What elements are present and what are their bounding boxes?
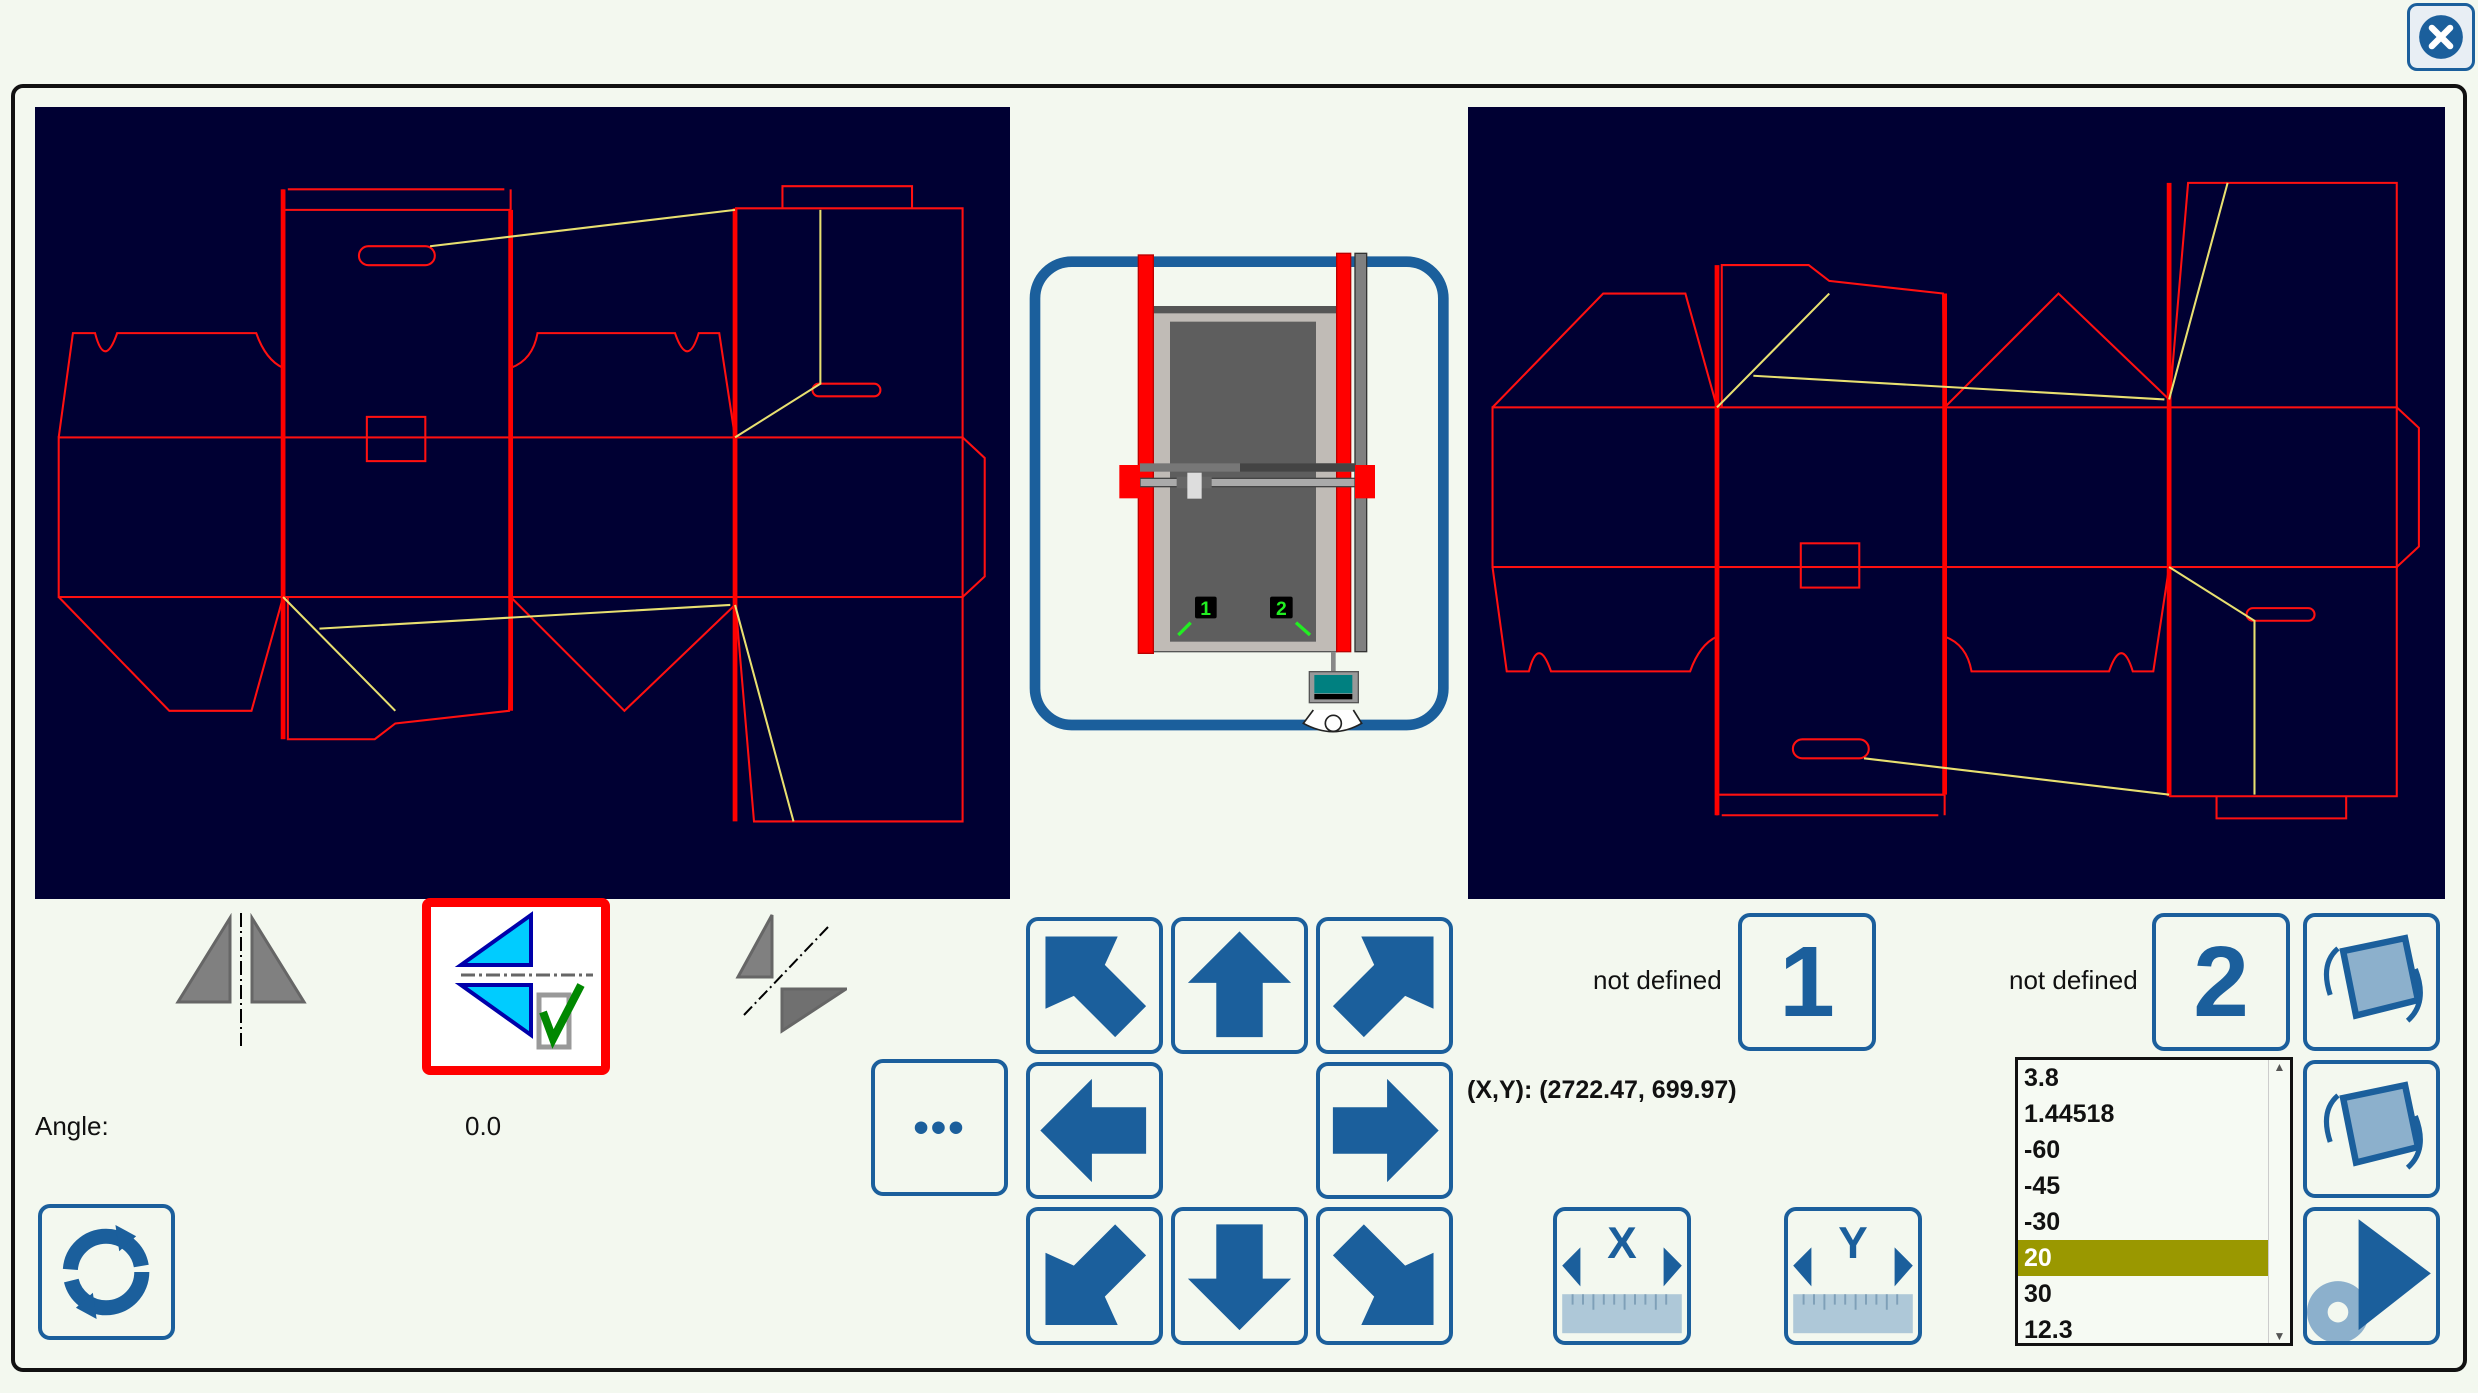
- rotate-square-icon: [2323, 934, 2423, 1023]
- mirror-horizontal-icon: [454, 911, 593, 1050]
- point-1-status: not defined: [1593, 965, 1722, 995]
- jog-down-button[interactable]: [1171, 1207, 1308, 1345]
- list-item[interactable]: -45: [2024, 1172, 2061, 1200]
- set-point-2-button[interactable]: 2: [2152, 913, 2290, 1051]
- run-button[interactable]: [2303, 1207, 2440, 1345]
- mirror-diagonal-icon: [735, 914, 852, 1034]
- x-label: X: [1607, 1219, 1637, 1268]
- arrow-down-left-icon: [1045, 1224, 1147, 1326]
- jog-right-button[interactable]: [1316, 1062, 1453, 1199]
- reset-button[interactable]: [38, 1204, 175, 1340]
- marker-2-label: 2: [1276, 599, 1287, 620]
- list-scrollbar[interactable]: ▲ ▼: [2268, 1060, 2290, 1343]
- y-label: Y: [1838, 1219, 1867, 1268]
- jog-down-right-button[interactable]: [1316, 1207, 1453, 1345]
- jog-up-right-button[interactable]: [1316, 917, 1453, 1054]
- reference-marker-2: [1270, 596, 1293, 619]
- jog-up-left-button[interactable]: [1026, 917, 1163, 1054]
- scroll-down-icon[interactable]: ▼: [2273, 1329, 2286, 1343]
- machine-diagram: 1 2: [1000, 230, 1480, 770]
- reference-marker-1: [1195, 596, 1217, 619]
- angle-list[interactable]: 3.8 1.44518 -60 -45 -30 20 30 12.3 ▲ ▼: [2015, 1057, 2293, 1346]
- list-item[interactable]: 3.8: [2024, 1064, 2059, 1092]
- list-item[interactable]: -60: [2024, 1136, 2061, 1164]
- list-item[interactable]: 12.3: [2024, 1316, 2073, 1344]
- marker-1-label: 1: [1200, 599, 1211, 620]
- rotate-counterclockwise-button[interactable]: [2303, 1060, 2440, 1198]
- jog-down-left-button[interactable]: [1026, 1207, 1163, 1345]
- dieline-canvas-left[interactable]: [35, 107, 1010, 899]
- dieline-drawing-mirrored: [1468, 107, 2445, 899]
- ruler-y-icon: Y: [1793, 1219, 1913, 1334]
- set-point-1-button[interactable]: 1: [1738, 913, 1876, 1051]
- mirror-horizontal-button[interactable]: [422, 898, 610, 1075]
- rotate-square-icon: [2323, 1081, 2423, 1170]
- arrow-up-left-icon: [1045, 936, 1147, 1038]
- rotate-clockwise-button[interactable]: [2303, 913, 2440, 1051]
- measure-x-button[interactable]: X: [1553, 1207, 1691, 1345]
- arrow-down-icon: [1187, 1224, 1292, 1331]
- jog-up-button[interactable]: [1171, 917, 1308, 1054]
- arrow-down-right-icon: [1332, 1224, 1434, 1326]
- mirror-vertical-button[interactable]: [174, 912, 308, 1046]
- mirror-diagonal-button[interactable]: [730, 913, 852, 1035]
- dieline-drawing: [35, 107, 1010, 899]
- point-2-label: 2: [2193, 925, 2249, 1038]
- angle-value: 0.0: [465, 1111, 502, 1141]
- scroll-up-icon[interactable]: ▲: [2273, 1060, 2286, 1074]
- main-frame: [11, 84, 2467, 1372]
- list-item[interactable]: 30: [2024, 1280, 2052, 1308]
- list-item[interactable]: 20: [2018, 1240, 2270, 1276]
- list-item[interactable]: -30: [2024, 1208, 2061, 1236]
- refresh-icon: [62, 1224, 150, 1320]
- checkmark-icon: [539, 983, 585, 1049]
- arrow-right-icon: [1332, 1078, 1439, 1183]
- close-icon: [2419, 15, 2463, 59]
- jog-left-button[interactable]: [1026, 1062, 1163, 1199]
- play-icon: [2307, 1219, 2431, 1341]
- dieline-canvas-right[interactable]: [1468, 107, 2445, 899]
- arrow-left-icon: [1040, 1078, 1147, 1183]
- angle-label: Angle:: [35, 1111, 109, 1141]
- measure-y-button[interactable]: Y: [1784, 1207, 1922, 1345]
- arrow-up-right-icon: [1332, 936, 1434, 1038]
- more-options-button[interactable]: •••: [871, 1059, 1008, 1196]
- point-2-status: not defined: [2009, 965, 2138, 995]
- coordinates-readout: (X,Y): (2722.47, 699.97): [1467, 1076, 1737, 1104]
- arrow-up-icon: [1187, 931, 1292, 1038]
- list-item[interactable]: 1.44518: [2024, 1100, 2115, 1128]
- close-button[interactable]: [2407, 3, 2475, 71]
- point-1-label: 1: [1779, 925, 1835, 1038]
- mirror-vertical-icon: [175, 912, 307, 1046]
- ruler-x-icon: X: [1562, 1219, 1682, 1334]
- ellipsis-icon: •••: [913, 1102, 966, 1152]
